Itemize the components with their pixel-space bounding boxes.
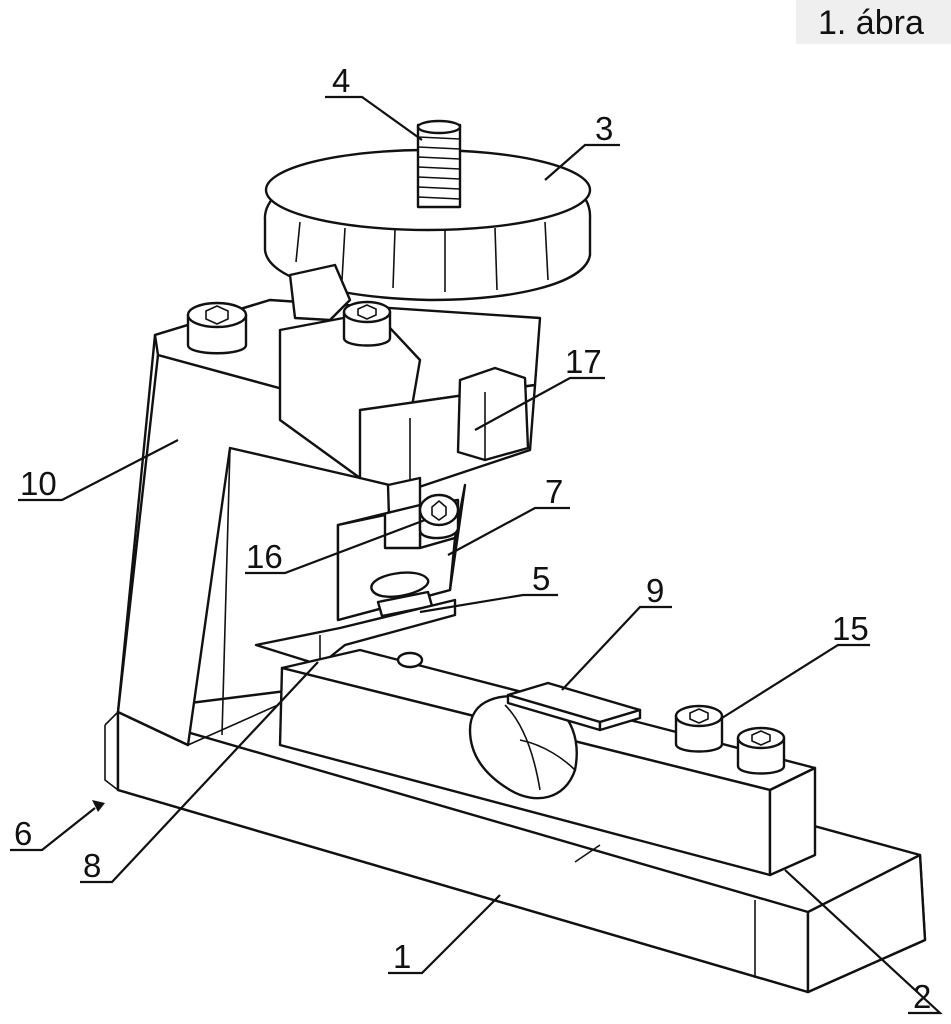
label-3: 3 — [595, 110, 613, 147]
figure-title: 1. ábra — [818, 4, 924, 42]
pad — [506, 681, 642, 732]
label-16: 16 — [246, 538, 283, 575]
label-10: 10 — [20, 465, 57, 502]
leader-lines — [10, 95, 943, 1015]
label-2: 2 — [913, 978, 931, 1015]
figure-title-box — [796, 0, 951, 44]
base-plate — [104, 686, 927, 994]
threaded-screw — [416, 119, 462, 209]
label-5: 5 — [532, 560, 550, 597]
label-15: 15 — [832, 610, 869, 647]
label-17: 17 — [565, 343, 602, 380]
bracket — [456, 366, 530, 462]
top-screw-right — [342, 300, 392, 347]
rail-block — [278, 648, 817, 877]
label-8: 8 — [83, 847, 101, 884]
label-1: 1 — [393, 938, 411, 975]
label-7: 7 — [545, 473, 563, 510]
top-screw-left — [186, 301, 248, 355]
reference-labels: 4 3 17 10 7 16 5 9 15 6 8 1 2 — [14, 62, 931, 1015]
label-6: 6 — [14, 815, 32, 852]
label-9: 9 — [646, 572, 664, 609]
rail-screw-left — [674, 704, 724, 753]
rail-screw-right — [736, 726, 786, 775]
clamp-screw — [418, 493, 460, 540]
label-4: 4 — [332, 62, 350, 99]
